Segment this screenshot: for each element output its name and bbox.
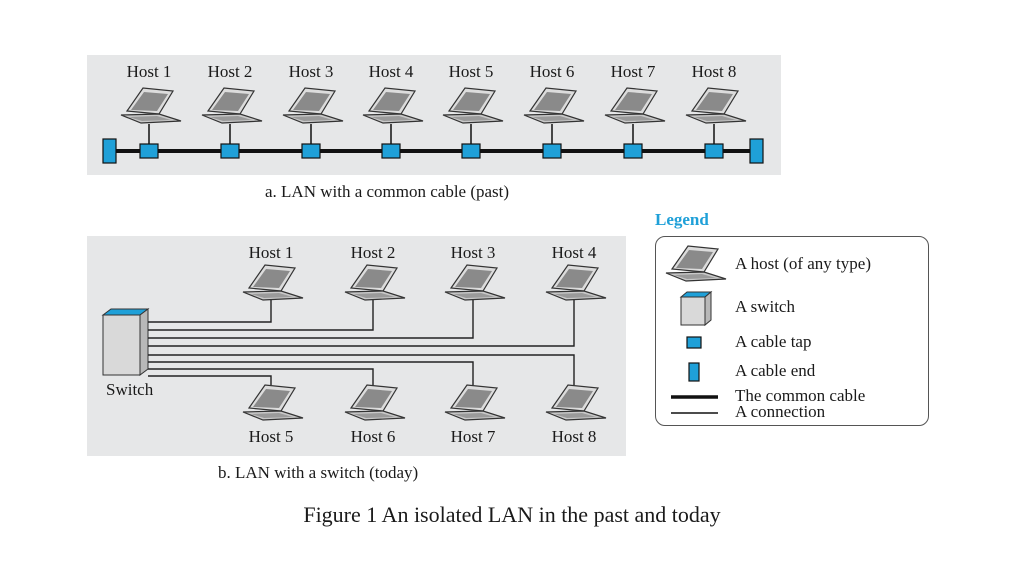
- laptop-icon: [523, 87, 585, 124]
- host-label: Host 1: [248, 243, 294, 262]
- host-label: Host 2: [207, 62, 253, 81]
- host-label: Host 2: [350, 243, 396, 262]
- figure-caption: Figure 1 An isolated LAN in the past and…: [303, 502, 721, 527]
- legend-item-connection: A connection: [735, 402, 826, 421]
- connection-line: [148, 300, 474, 339]
- connection-line: [148, 354, 575, 385]
- host-label: Host 8: [691, 62, 737, 81]
- laptop-icon: [545, 384, 607, 421]
- host-label: Host 6: [350, 427, 396, 446]
- laptop-icon: [604, 87, 666, 124]
- legend-laptop-icon: [665, 245, 727, 282]
- host-label: Host 6: [529, 62, 575, 81]
- connection-line: [148, 300, 575, 347]
- cable-tap: [220, 143, 240, 159]
- laptop-icon: [444, 264, 506, 301]
- laptop-icon: [685, 87, 747, 124]
- host-label: Host 8: [551, 427, 597, 446]
- cable-tap: [623, 143, 643, 159]
- panel-b-caption: b. LAN with a switch (today): [218, 463, 419, 482]
- connection-line: [148, 300, 272, 323]
- host-label: Host 1: [126, 62, 172, 81]
- legend-cable-end-icon: [688, 362, 700, 382]
- legend-item-cable-tap: A cable tap: [735, 332, 812, 351]
- legend-cable-tap-icon: [686, 336, 702, 349]
- laptop-icon: [344, 384, 406, 421]
- host-label: Host 7: [450, 427, 496, 446]
- connection-line: [148, 361, 474, 385]
- host-label: Host 3: [450, 243, 496, 262]
- laptop-icon: [545, 264, 607, 301]
- laptop-icon: [242, 264, 304, 301]
- legend-item-switch: A switch: [735, 297, 795, 316]
- cable-tap: [301, 143, 321, 159]
- laptop-icon: [344, 264, 406, 301]
- cable-tap: [542, 143, 562, 159]
- cable-end-right: [749, 138, 764, 164]
- cable-tap: [704, 143, 724, 159]
- cable-tap: [381, 143, 401, 159]
- laptop-icon: [362, 87, 424, 124]
- laptop-icon: [442, 87, 504, 124]
- cable-end-left: [102, 138, 117, 164]
- connection-line: [148, 300, 374, 331]
- legend-title: Legend: [655, 210, 709, 229]
- legend-item-cable-end: A cable end: [735, 361, 816, 380]
- host-label: Host 4: [368, 62, 414, 81]
- cable-tap: [139, 143, 159, 159]
- panel-a-caption: a. LAN with a common cable (past): [265, 182, 510, 201]
- connection-line: [148, 375, 272, 385]
- host-label: Host 7: [610, 62, 656, 81]
- switch-front: [102, 314, 141, 376]
- host-label: Host 3: [288, 62, 334, 81]
- laptop-icon: [444, 384, 506, 421]
- laptop-icon: [201, 87, 263, 124]
- legend-item-common-cable: The common cable: [735, 386, 866, 405]
- laptop-icon: [242, 384, 304, 421]
- host-label: Host 5: [448, 62, 494, 81]
- connection-line: [148, 368, 374, 385]
- switch-label: Switch: [106, 380, 154, 399]
- cable-tap: [461, 143, 481, 159]
- host-label: Host 4: [551, 243, 597, 262]
- laptop-icon: [120, 87, 182, 124]
- legend-switch-icon: [679, 290, 713, 327]
- host-label: Host 5: [248, 427, 294, 446]
- laptop-icon: [282, 87, 344, 124]
- legend-item-host: A host (of any type): [735, 254, 871, 273]
